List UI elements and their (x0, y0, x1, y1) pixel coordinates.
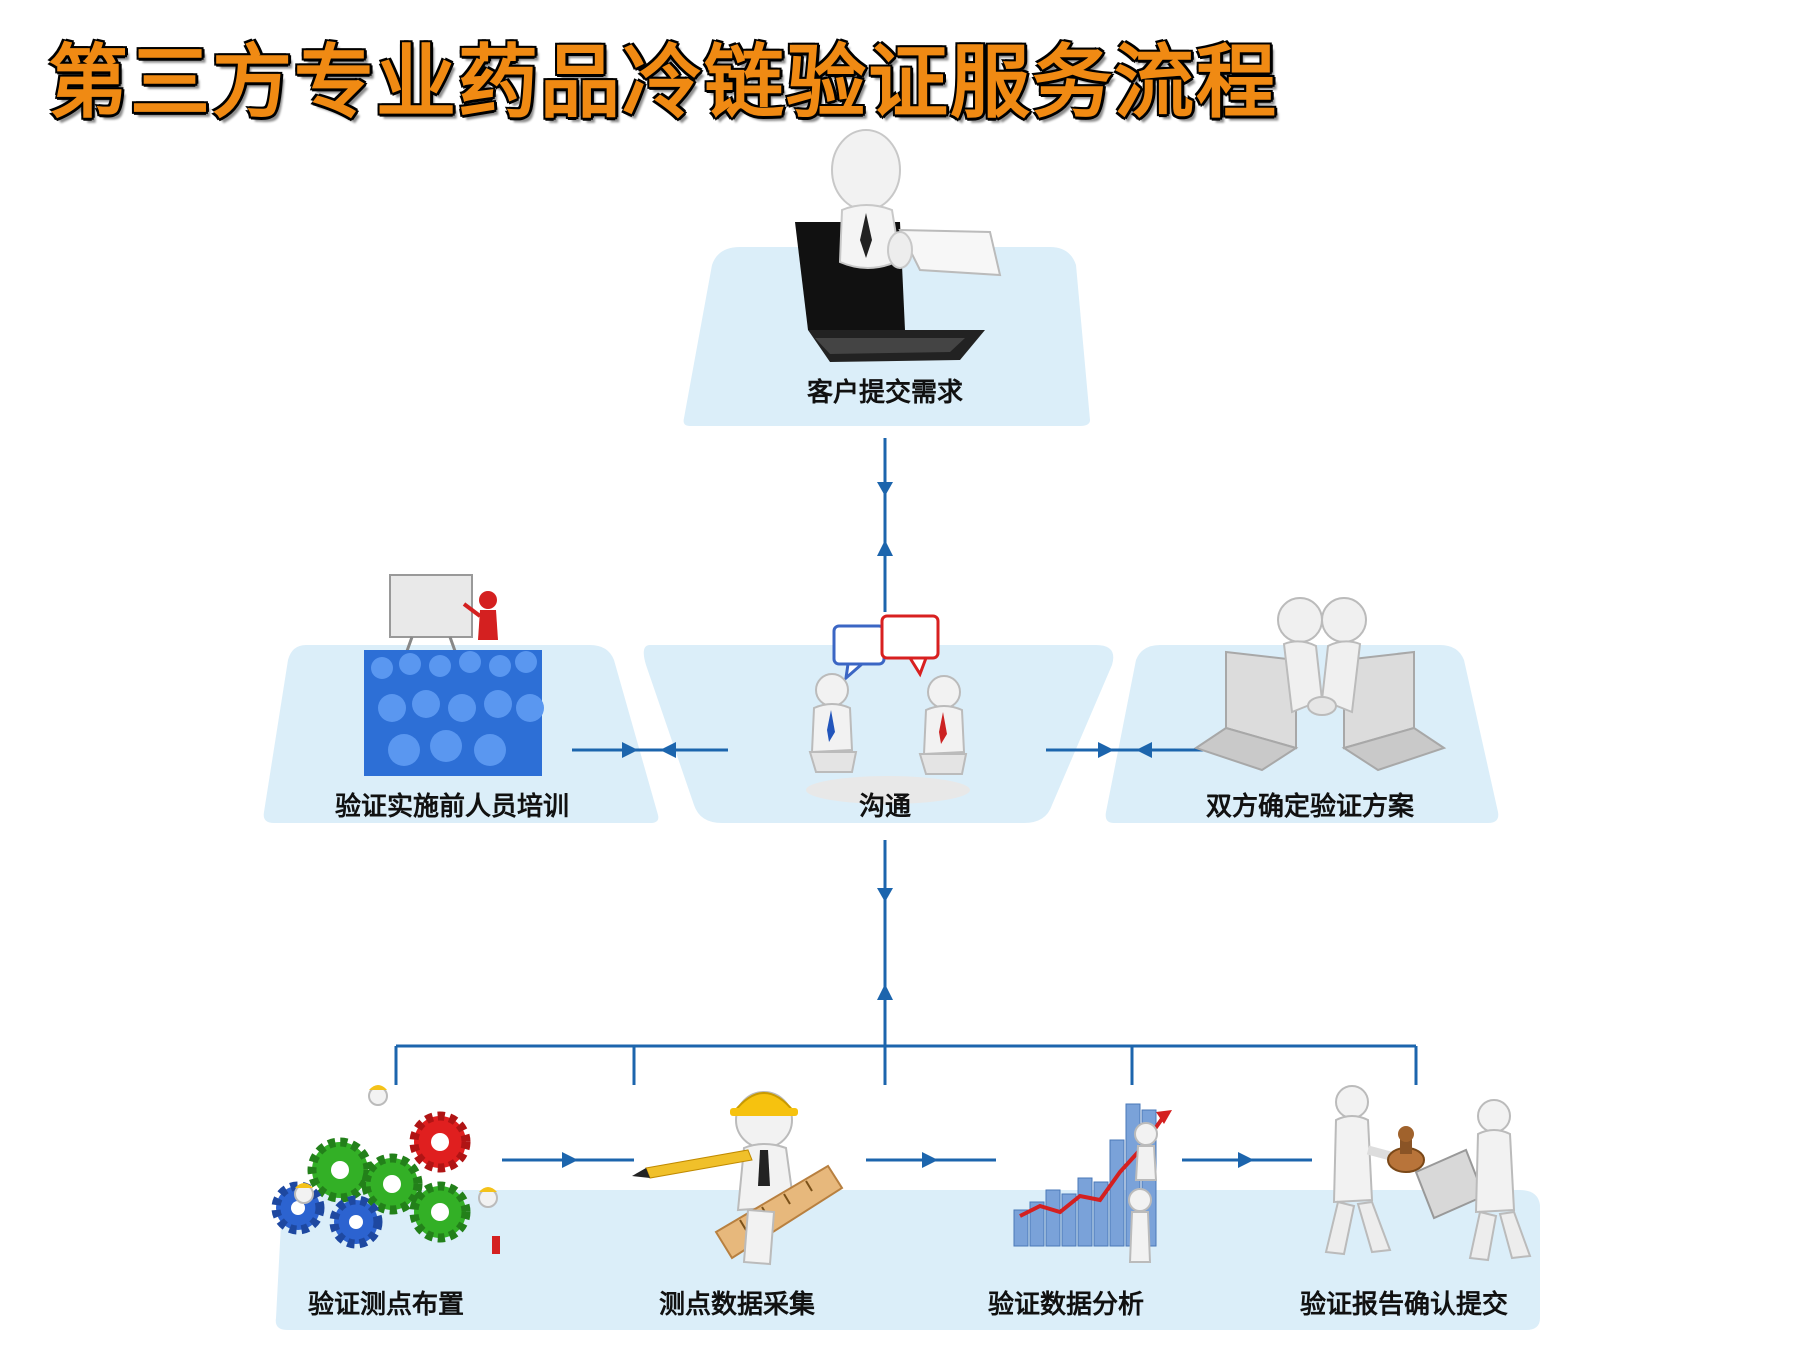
gears-workers-icon (271, 1085, 500, 1254)
arrow-right-1 (622, 742, 638, 758)
arrow-right-5 (1238, 1152, 1254, 1168)
handshake-laptops-icon (1193, 597, 1447, 772)
person-laptop-icon (795, 129, 1002, 362)
node-label-communicate: 沟通 (858, 792, 912, 822)
arrow-up-2 (877, 984, 893, 1000)
node-label-layout: 验证测点布置 (307, 1290, 465, 1320)
panel-bottom (275, 1190, 1540, 1330)
arrow-left-1 (660, 742, 676, 758)
bar-chart-climb-icon (1013, 1103, 1172, 1263)
page-title: 第三方专业药品冷链验证服务流程 (48, 36, 1278, 129)
arrow-up-1 (877, 540, 893, 556)
arrow-down-2 (877, 888, 893, 902)
presentation-crowd-icon (364, 574, 544, 776)
panel-communicate (643, 645, 1114, 823)
node-label-training: 验证实施前人员培训 (334, 792, 570, 822)
node-label-submit: 客户提交需求 (806, 378, 964, 408)
worker-ruler-icon (632, 1091, 844, 1266)
node-label-report: 验证报告确认提交 (1299, 1290, 1509, 1320)
node-label-analyze: 验证数据分析 (987, 1290, 1145, 1320)
node-label-plan: 双方确定验证方案 (1205, 792, 1415, 822)
arrow-down-1 (877, 482, 893, 496)
connectors (394, 438, 1418, 1168)
arrow-right-2 (1098, 742, 1114, 758)
arrow-right-3 (562, 1152, 578, 1168)
arrow-left-2 (1136, 742, 1152, 758)
stamp-approval-icon (1324, 1085, 1532, 1262)
node-label-collect: 测点数据采集 (658, 1290, 816, 1320)
arrow-right-4 (922, 1152, 938, 1168)
two-people-talking-icon (806, 614, 970, 804)
